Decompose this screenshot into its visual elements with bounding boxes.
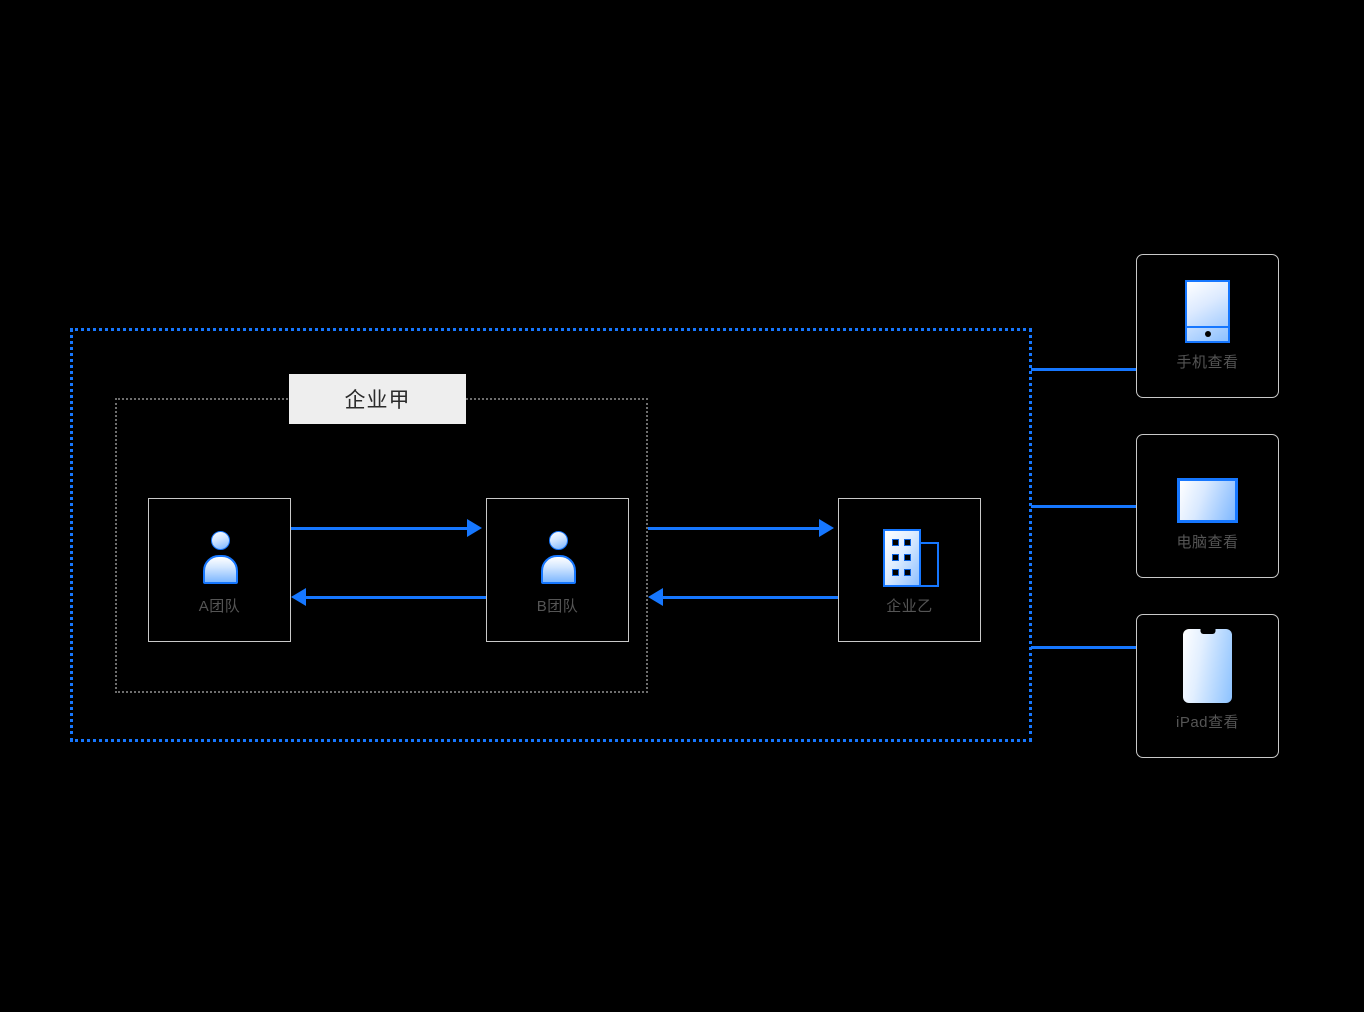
tablet-icon xyxy=(1183,627,1232,703)
desktop-icon-wrap xyxy=(1177,461,1238,523)
node-ipad-label: iPad查看 xyxy=(1175,713,1240,731)
node-team-b-label: B团队 xyxy=(536,597,579,615)
phone-divider xyxy=(1187,326,1228,328)
connector-enterprise-b-to-team-b xyxy=(663,596,838,599)
node-team-b[interactable]: B团队 xyxy=(486,498,629,642)
person-icon xyxy=(200,530,240,587)
node-team-a-label: A团队 xyxy=(198,597,241,615)
node-ipad[interactable]: iPad查看 xyxy=(1136,614,1279,758)
person-icon-wrap xyxy=(538,525,578,587)
arrowhead-team-b-to-enterprise-b xyxy=(819,519,834,537)
tablet-icon-wrap xyxy=(1183,627,1232,703)
node-desktop[interactable]: 电脑查看 xyxy=(1136,434,1279,578)
person-icon-wrap xyxy=(200,525,240,587)
connector-boundary-to-ipad xyxy=(1031,646,1137,649)
building-window xyxy=(892,569,899,577)
connector-team-b-to-team-a xyxy=(306,596,486,599)
arrowhead-team-b-to-team-a xyxy=(291,588,306,606)
arrowhead-enterprise-b-to-team-b xyxy=(648,588,663,606)
person-body xyxy=(202,554,238,584)
building-window xyxy=(904,538,911,546)
person-head xyxy=(548,530,568,550)
node-phone[interactable]: 手机查看 xyxy=(1136,254,1279,398)
person-head xyxy=(210,530,230,550)
node-team-a[interactable]: A团队 xyxy=(148,498,291,642)
connector-boundary-to-desktop xyxy=(1031,505,1137,508)
connector-team-b-to-enterprise-b xyxy=(648,527,819,530)
building-window xyxy=(904,553,911,561)
tablet-screen xyxy=(1183,628,1232,703)
building-window xyxy=(904,569,911,577)
phone-icon-wrap xyxy=(1185,279,1230,343)
outer-boundary xyxy=(70,328,1032,742)
building-window xyxy=(892,553,899,561)
node-enterprise-b-label: 企业乙 xyxy=(886,597,933,615)
phone-home-button xyxy=(1204,330,1211,337)
tablet-notch xyxy=(1200,627,1215,634)
phone-icon xyxy=(1185,279,1230,343)
arrowhead-team-a-to-team-b xyxy=(467,519,482,537)
building-tower xyxy=(882,528,921,587)
connector-boundary-to-phone xyxy=(1031,368,1137,371)
desktop-icon xyxy=(1177,477,1238,523)
person-icon xyxy=(538,530,578,587)
group-title-enterprise-a: 企业甲 xyxy=(289,374,466,424)
building-icon-wrap xyxy=(879,525,941,587)
person-body xyxy=(540,554,576,584)
node-phone-label: 手机查看 xyxy=(1176,353,1239,371)
node-desktop-label: 电脑查看 xyxy=(1176,533,1239,551)
node-enterprise-b[interactable]: 企业乙 xyxy=(838,498,981,642)
building-window xyxy=(892,538,899,546)
building-icon xyxy=(879,528,941,587)
connector-team-a-to-team-b xyxy=(291,527,467,530)
